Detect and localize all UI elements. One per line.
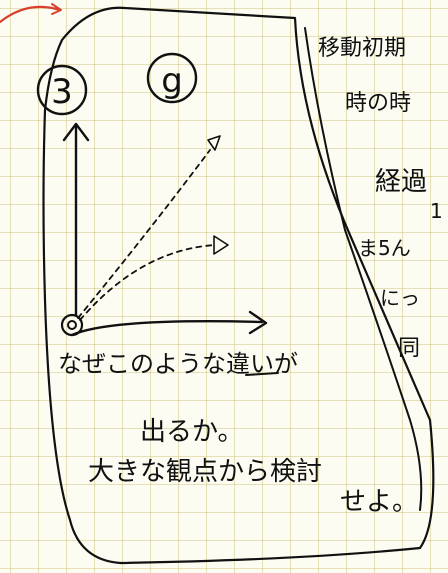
circle-3-label: 3 (51, 72, 73, 112)
right-note-5: ま5ん (358, 236, 411, 260)
annotation-underline (245, 372, 279, 376)
annotation-line-4: せよ。 (340, 487, 418, 517)
horizontal-arrow-shaft (70, 320, 264, 337)
dashed-long-arrow (77, 149, 211, 319)
right-note-3: 経過 (375, 167, 427, 197)
origin-inner-circle (67, 320, 77, 330)
circle-g (146, 52, 198, 104)
vertical-arrowhead-icon (62, 122, 90, 142)
dashed-short-arrow (79, 244, 216, 321)
right-note-1: 移動初期 (318, 36, 406, 61)
divider-line (304, 27, 423, 511)
dashed-short-arrowhead-icon (213, 235, 229, 255)
horizontal-arrowhead-icon (248, 310, 268, 335)
circle-3 (36, 64, 88, 116)
annotation-line-3: 大きな観点から検討 (88, 457, 322, 487)
dashed-long-arrowhead-icon (207, 135, 221, 151)
right-note-7: 同 (398, 336, 420, 361)
red-arrowhead-icon (51, 3, 62, 15)
right-note-6: にっ (380, 286, 420, 310)
right-note-4: 1 (430, 199, 443, 223)
circle-g-label: g (161, 61, 183, 101)
red-curved-arrow-icon (0, 5, 62, 24)
outer-frame (42, 6, 435, 565)
annotation-line-2: 出るか。 (140, 417, 243, 447)
right-note-2: 時の時 (345, 91, 411, 116)
